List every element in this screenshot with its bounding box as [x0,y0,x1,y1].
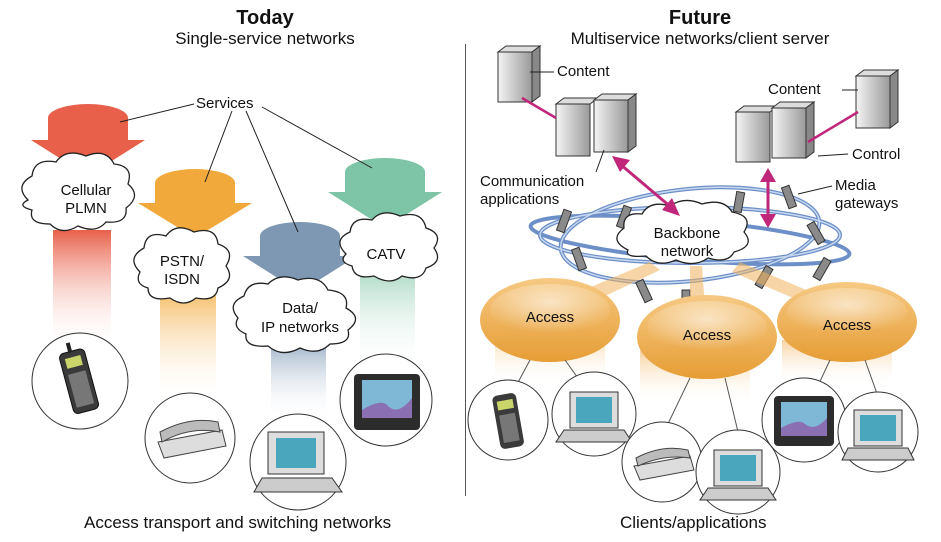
tv-device [339,353,433,447]
catv-label: CATV [367,246,406,263]
server-icon [554,93,638,157]
cell-phone-icon [59,342,99,414]
server-links [521,96,859,144]
bidirectional-arrows [612,156,776,228]
access-node-3: Access [777,282,917,362]
access-label-1: Access [526,309,574,326]
access-node-2: Access [637,295,777,379]
services-pointers [119,103,373,233]
control-label: Control [852,146,900,163]
left-caption: Access transport and switching networks [84,513,392,532]
media-label-2: gateways [835,195,898,212]
client-computer-3 [837,391,919,473]
service-arrow-blue [243,222,357,292]
pstn-label-1: PSTN/ [160,253,205,270]
access-label-2: Access [683,327,731,344]
data-label-1: Data/ [282,300,319,317]
today-header: Today Single-service networks [140,8,390,47]
content-label-left: Content [557,63,610,80]
cell-phone-icon [492,393,524,449]
data-cloud: Data/ IP networks [232,276,357,354]
server-icon [496,45,542,103]
future-header: Future Multiservice networks/client serv… [520,8,880,47]
today-subtitle: Single-service networks [175,29,355,48]
backbone-cloud: Backbone network [616,199,749,265]
server-icon [734,101,816,163]
future-subtitle: Multiservice networks/client server [570,29,830,48]
services-label: Services [196,95,254,112]
tv-icon [774,396,834,446]
cellular-label-2: PLMN [65,200,107,217]
client-cell-phone [467,379,549,461]
access-label-3: Access [823,317,871,334]
right-caption: Clients/applications [620,513,767,532]
comm-apps-label-2: applications [480,191,559,208]
telephone-icon [633,447,695,481]
backbone-label-1: Backbone [654,225,721,242]
comm-apps-pointer [595,149,605,173]
tv-icon [354,374,420,430]
computer-icon [253,431,343,493]
computer-icon [699,449,777,501]
panel-divider [465,44,466,496]
client-tv [761,377,847,463]
service-arrow-orange [138,169,252,238]
catv-cloud: CATV [339,212,439,282]
telephone-icon [157,419,227,459]
pstn-cloud: PSTN/ ISDN [133,227,231,304]
cellular-bar [53,230,111,350]
client-telephone [621,421,703,503]
client-computer-1 [551,371,637,457]
media-label-1: Media [835,177,877,194]
client-computer-2 [695,429,781,515]
today-title: Today [236,7,294,29]
cellular-cloud: Cellular PLMN [21,152,136,232]
control-pointer [817,153,849,157]
access-node-1: Access [480,278,620,362]
content-label-right: Content [768,81,821,98]
cellular-label-1: Cellular [61,182,112,199]
media-pointer [797,185,833,195]
telephone-device [144,392,236,484]
computer-icon [555,391,633,443]
future-title: Future [668,7,732,29]
service-arrow-teal [328,158,442,228]
service-arrow-red [31,104,145,176]
data-label-2: IP networks [261,319,339,336]
computer-icon [841,409,915,461]
comm-apps-label-1: Communication [480,173,584,190]
pstn-label-2: ISDN [164,271,200,288]
server-icon [854,69,900,129]
cell-phone-device [31,332,129,430]
computer-device [249,413,347,511]
backbone-label-2: network [661,243,714,260]
